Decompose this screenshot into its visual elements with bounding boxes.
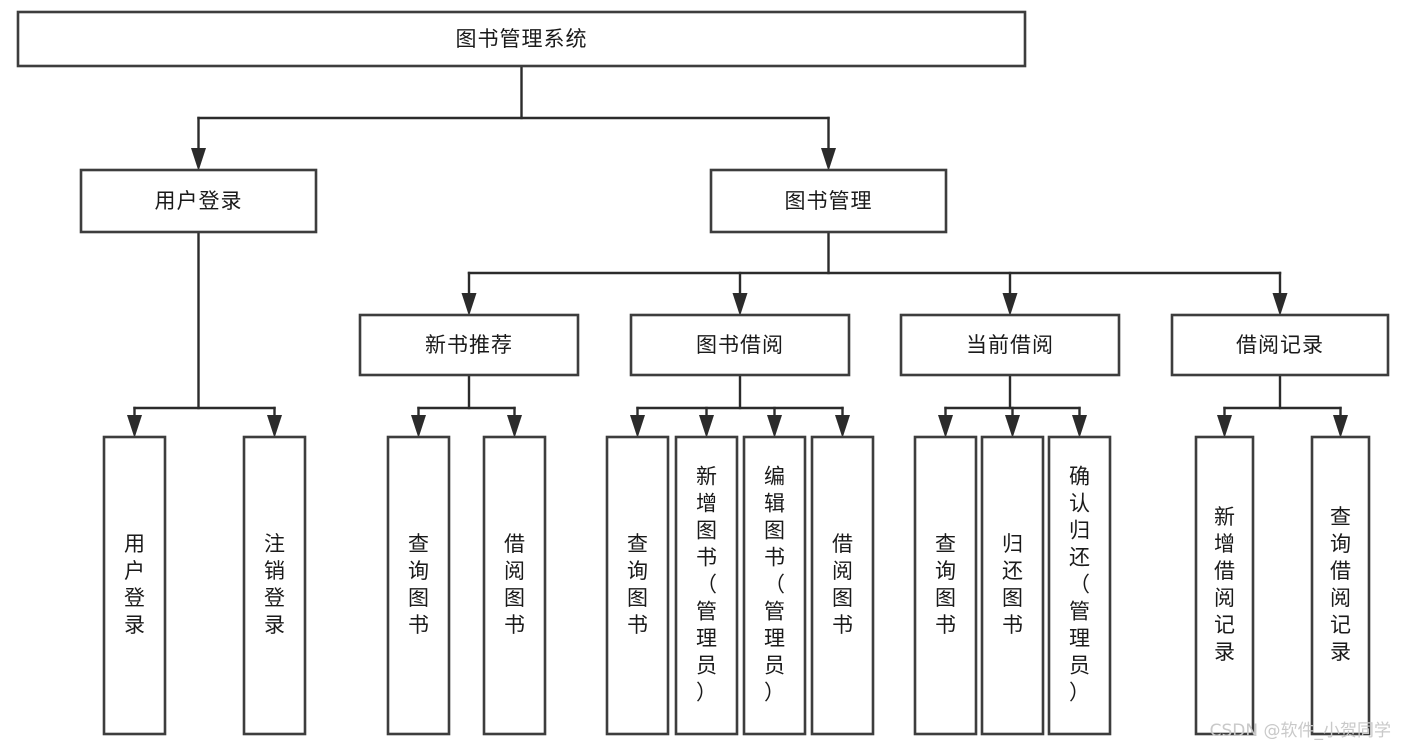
edge-group-book-borrow (630, 373, 850, 438)
edge-group-borrow-record (1217, 373, 1348, 438)
edge-arrowhead-icon (507, 415, 522, 438)
node-leaf-query-record[interactable]: 查询借阅记录 (1310, 435, 1371, 736)
node-box[interactable] (242, 435, 307, 736)
node-label: 当前借阅 (966, 333, 1054, 357)
node-label: 借阅图书 (832, 532, 853, 637)
node-label: 查询图书 (935, 532, 956, 637)
node-box[interactable] (102, 435, 167, 736)
edge-group-new-book-recommend (411, 373, 522, 438)
node-leaf-query-book[interactable]: 查询图书 (605, 435, 670, 736)
node-borrow-record[interactable]: 借阅记录 (1170, 313, 1390, 377)
node-box[interactable] (1170, 313, 1390, 377)
edge-arrowhead-icon (461, 293, 477, 316)
node-box[interactable] (674, 435, 739, 736)
node-label: 查询图书 (627, 532, 648, 637)
node-label: 归还图书 (1002, 532, 1023, 637)
node-leaf-add-book[interactable]: 新增图书（管理员） (674, 435, 739, 736)
node-box[interactable] (980, 435, 1045, 736)
node-label: 查询借阅记录 (1330, 505, 1351, 664)
node-label: 查询图书 (408, 532, 429, 637)
node-book-borrow[interactable]: 图书借阅 (629, 313, 851, 377)
node-box[interactable] (709, 168, 948, 234)
node-new-book-recommend[interactable]: 新书推荐 (358, 313, 580, 377)
node-label: 用户登录 (124, 532, 145, 637)
node-label: 确认归还（管理员） (1069, 465, 1090, 705)
node-box[interactable] (16, 10, 1027, 68)
node-current-borrow[interactable]: 当前借阅 (899, 313, 1121, 377)
node-label: 图书管理系统 (456, 27, 588, 51)
edge-arrowhead-icon (1005, 415, 1020, 438)
node-leaf-edit-book[interactable]: 编辑图书（管理员） (742, 435, 807, 736)
node-leaf-query-book-cur[interactable]: 查询图书 (913, 435, 978, 736)
node-box[interactable] (605, 435, 670, 736)
edge-arrowhead-icon (411, 415, 426, 438)
edge-arrowhead-icon (630, 415, 645, 438)
node-leaf-return-book[interactable]: 归还图书 (980, 435, 1045, 736)
node-box[interactable] (742, 435, 807, 736)
edge-group-user-login (127, 230, 282, 438)
node-user-login[interactable]: 用户登录 (79, 168, 318, 234)
edge-arrowhead-icon (835, 415, 850, 438)
node-box[interactable] (358, 313, 580, 377)
node-root[interactable]: 图书管理系统 (16, 10, 1027, 68)
edge-arrowhead-icon (732, 293, 748, 316)
edge-arrowhead-icon (938, 415, 953, 438)
edge-arrowhead-icon (127, 415, 142, 438)
node-label: 新书推荐 (425, 333, 513, 357)
node-label: 图书管理 (785, 189, 873, 213)
node-label: 图书借阅 (696, 333, 784, 357)
node-label: 用户登录 (155, 189, 243, 213)
node-label: 新增图书（管理员） (696, 465, 717, 705)
node-box[interactable] (482, 435, 547, 736)
node-book-manage[interactable]: 图书管理 (709, 168, 948, 234)
node-leaf-confirm-return[interactable]: 确认归还（管理员） (1047, 435, 1112, 736)
node-box[interactable] (629, 313, 851, 377)
edge-arrowhead-icon (767, 415, 782, 438)
node-leaf-logout[interactable]: 注销登录 (242, 435, 307, 736)
edge-arrowhead-icon (1072, 415, 1087, 438)
node-box[interactable] (810, 435, 875, 736)
node-box[interactable] (1310, 435, 1371, 736)
node-leaf-add-record[interactable]: 新增借阅记录 (1194, 435, 1255, 736)
node-leaf-borrow-book[interactable]: 借阅图书 (810, 435, 875, 736)
node-leaf-borrow-book-rec[interactable]: 借阅图书 (482, 435, 547, 736)
edges-layer (127, 64, 1348, 438)
node-label: 借阅图书 (504, 532, 525, 637)
node-label: 编辑图书（管理员） (764, 465, 785, 705)
edge-arrowhead-icon (699, 415, 714, 438)
node-box[interactable] (913, 435, 978, 736)
watermark-text: CSDN @软件_小贺同学 (1209, 721, 1391, 741)
node-leaf-user-login[interactable]: 用户登录 (102, 435, 167, 736)
edge-arrowhead-icon (821, 148, 836, 171)
node-label: 借阅记录 (1236, 333, 1324, 357)
edge-arrowhead-icon (1272, 293, 1288, 316)
node-leaf-query-book-rec[interactable]: 查询图书 (386, 435, 451, 736)
edge-arrowhead-icon (191, 148, 206, 171)
node-box[interactable] (79, 168, 318, 234)
edge-arrowhead-icon (1002, 293, 1018, 316)
node-label: 新增借阅记录 (1214, 505, 1235, 664)
edge-arrowhead-icon (1333, 415, 1348, 438)
node-box[interactable] (1047, 435, 1112, 736)
node-box[interactable] (1194, 435, 1255, 736)
node-box[interactable] (386, 435, 451, 736)
edge-group-current-borrow (938, 373, 1087, 438)
node-label: 注销登录 (264, 532, 285, 637)
nodes-layer: 图书管理系统用户登录图书管理新书推荐图书借阅当前借阅借阅记录用户登录注销登录查询… (16, 10, 1390, 736)
edge-arrowhead-icon (1217, 415, 1232, 438)
edge-arrowhead-icon (267, 415, 282, 438)
node-box[interactable] (899, 313, 1121, 377)
edge-group-book-manage (461, 230, 1288, 316)
edge-group-root (191, 64, 836, 171)
